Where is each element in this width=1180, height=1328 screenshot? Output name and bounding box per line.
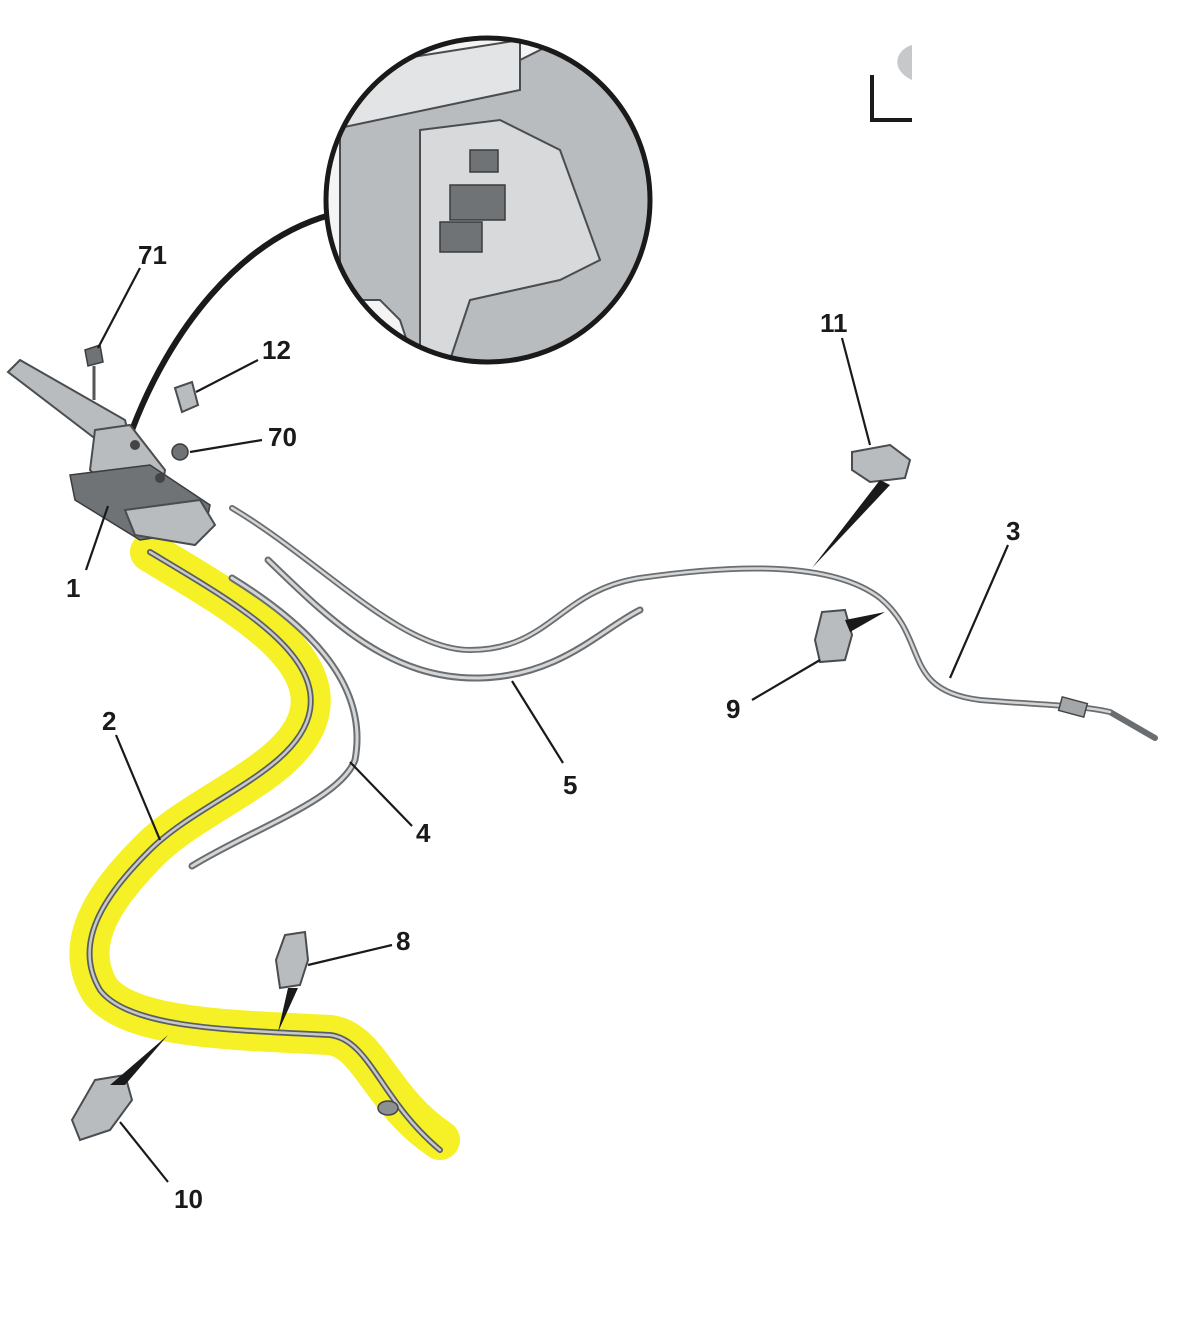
clip-11 bbox=[812, 443, 912, 568]
clip-9 bbox=[813, 608, 885, 664]
bolt-71 bbox=[84, 344, 104, 400]
cable-2-highlight bbox=[69, 532, 460, 1160]
lever-mount bbox=[123, 498, 217, 547]
clip-12 bbox=[173, 380, 200, 414]
callout-11: 11 bbox=[820, 308, 848, 338]
nut-70 bbox=[171, 443, 189, 461]
leader-4 bbox=[349, 761, 413, 827]
leader-9 bbox=[751, 659, 821, 701]
callout-4: 4 bbox=[416, 818, 431, 848]
leader-2 bbox=[114, 734, 162, 841]
leader-1 bbox=[84, 505, 110, 571]
detail-leader bbox=[129, 212, 333, 433]
detail-clip-base bbox=[439, 221, 483, 253]
detail-view bbox=[129, 35, 653, 433]
callout-9: 9 bbox=[726, 694, 740, 724]
clip-10 bbox=[70, 1035, 168, 1142]
callout-3: 3 bbox=[1006, 516, 1020, 546]
leader-12 bbox=[195, 359, 259, 393]
handbrake-lever bbox=[6, 358, 217, 547]
callout-12: 12 bbox=[262, 335, 291, 365]
leader-70 bbox=[189, 438, 263, 454]
leader-11 bbox=[840, 337, 872, 446]
leader-3 bbox=[948, 544, 1010, 679]
callout-2: 2 bbox=[102, 706, 116, 736]
cable-2-inner bbox=[88, 550, 442, 1152]
callout-5: 5 bbox=[563, 770, 577, 800]
clip-8 bbox=[274, 930, 310, 1032]
cable-2-end-fitting bbox=[377, 1100, 399, 1116]
detail-clip-top bbox=[469, 149, 499, 173]
leader-10 bbox=[119, 1121, 169, 1183]
callout-10: 10 bbox=[174, 1184, 203, 1214]
callout-71: 71 bbox=[138, 240, 167, 270]
detail-circle-border bbox=[323, 35, 653, 365]
leader-8 bbox=[307, 943, 393, 967]
leader-5 bbox=[511, 680, 564, 764]
corner-mark bbox=[870, 45, 912, 122]
leader-71 bbox=[97, 267, 141, 349]
callout-8: 8 bbox=[396, 926, 410, 956]
cable-5 bbox=[264, 556, 644, 682]
callout-70: 70 bbox=[268, 422, 297, 452]
cable-3-sleeve bbox=[1057, 695, 1089, 719]
callout-1: 1 bbox=[66, 573, 80, 603]
detail-clip-part bbox=[449, 184, 506, 221]
